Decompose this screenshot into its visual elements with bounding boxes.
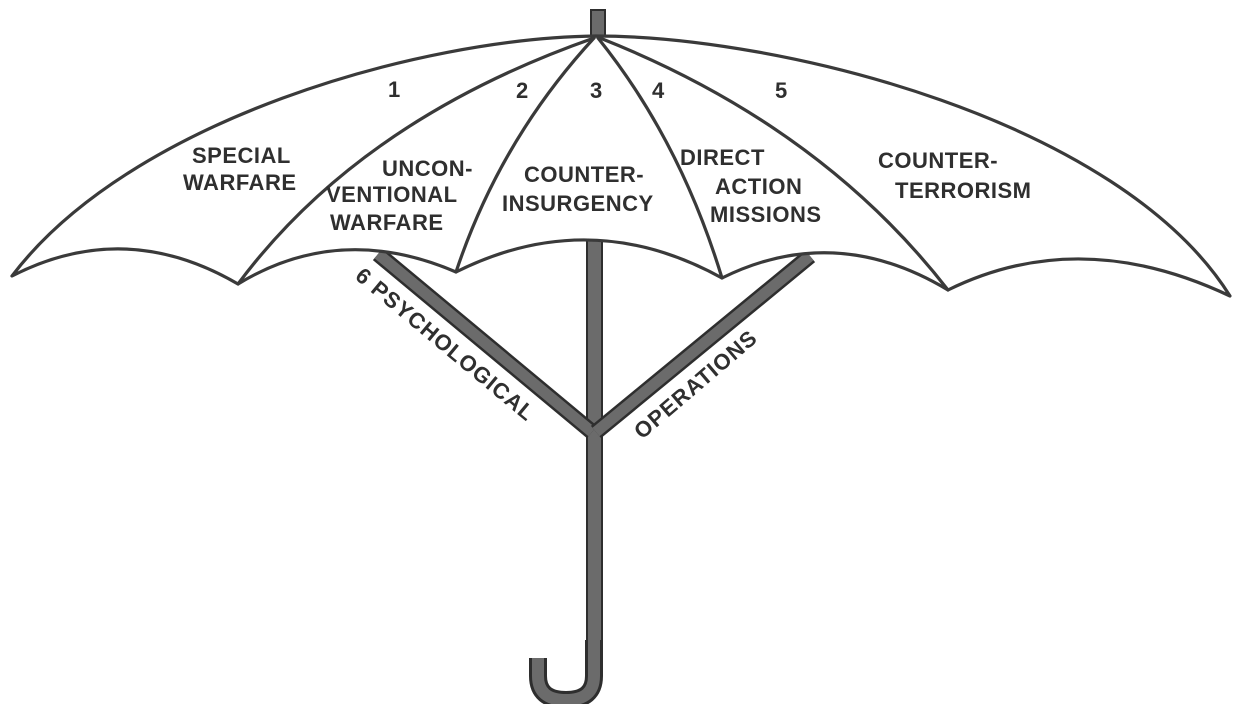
segment-label-direct: DIRECT [680,145,765,170]
segment-label-special: SPECIAL [192,143,291,168]
segment-number-1: 1 [388,77,400,102]
segment-label-missions: MISSIONS [710,202,822,227]
segment-label-uncon: UNCON- [382,156,473,181]
segment-label-warfare: WARFARE [183,170,297,195]
segment-label-warfare-2: WARFARE [330,210,444,235]
segment-label-counter: COUNTER- [524,162,644,187]
segment-label-terrorism: TERRORISM [895,178,1032,203]
segment-number-3: 3 [590,78,602,103]
segment-label-action: ACTION [715,174,802,199]
segment-label-insurgency: INSURGENCY [502,191,654,216]
segment-label-counter-2: COUNTER- [878,148,998,173]
segment-label-ventional: VENTIONAL [326,182,458,207]
segment-number-5: 5 [775,78,787,103]
segment-number-2: 2 [516,78,528,103]
segment-number-4: 4 [652,78,665,103]
umbrella-pole [587,238,602,646]
strut-label-psychological: 6 PSYCHOLOGICAL [351,263,540,426]
